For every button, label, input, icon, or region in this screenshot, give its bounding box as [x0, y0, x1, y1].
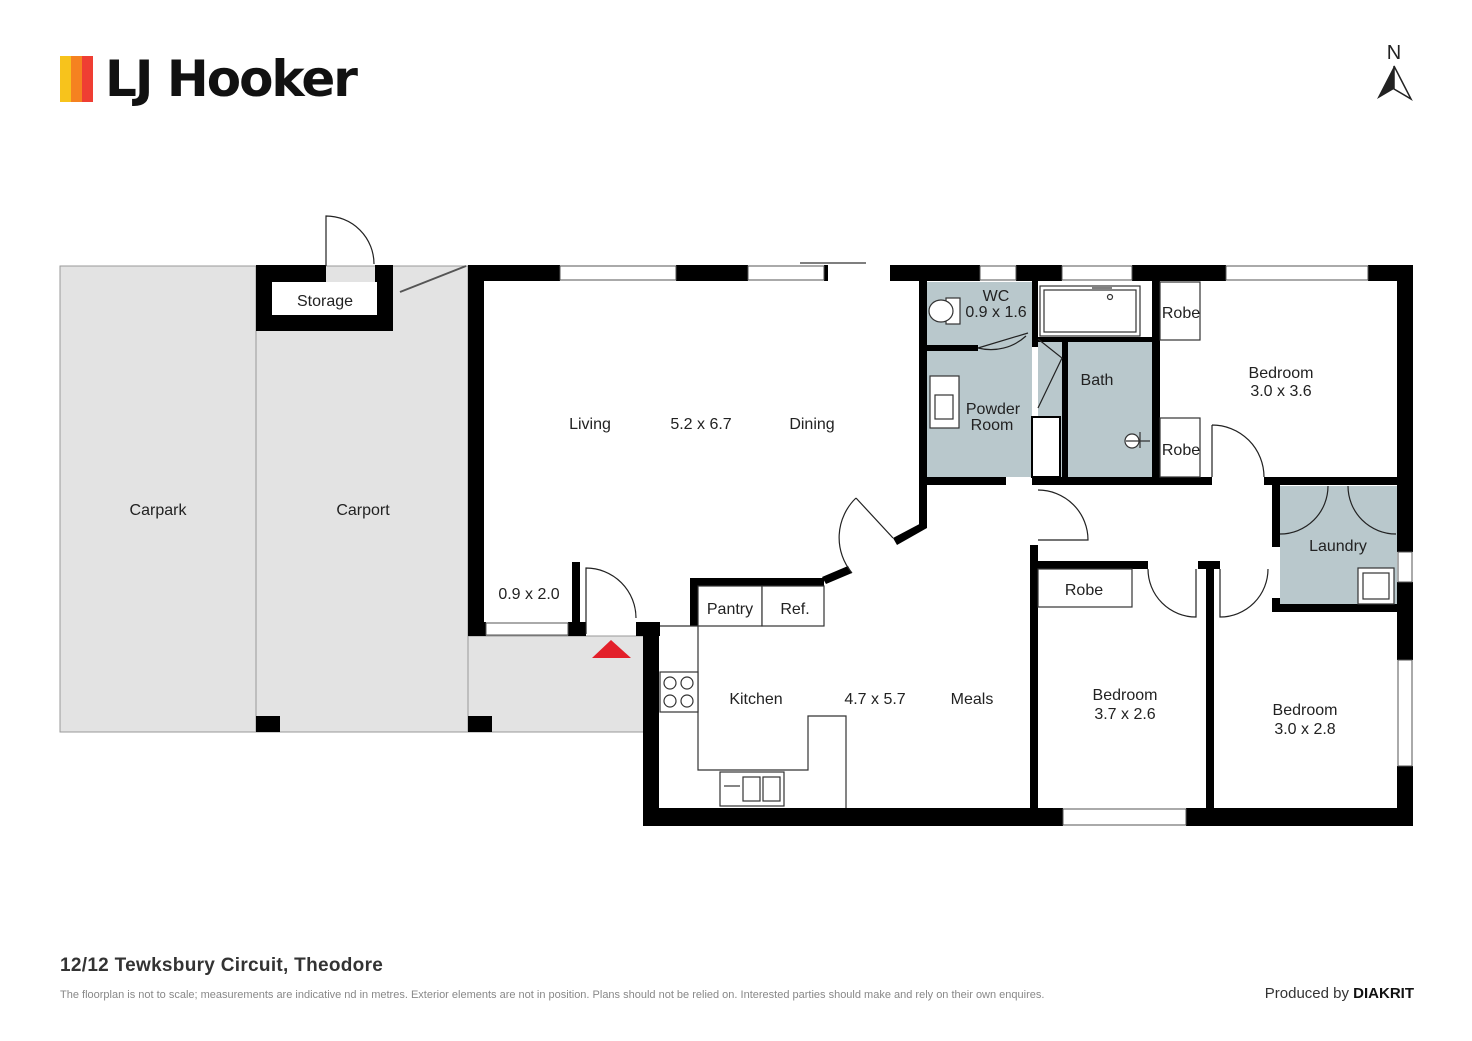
label-carpark: Carpark: [130, 502, 188, 519]
label-bedroom-tr: Bedroom: [1249, 365, 1314, 382]
interior-walls: [690, 265, 1413, 821]
label-laundry: Laundry: [1309, 538, 1367, 555]
logo-bar-red: [82, 56, 93, 102]
logo-bar-yellow: [60, 56, 71, 102]
label-bedroom-br-size: 3.0 x 2.8: [1274, 721, 1335, 738]
carport-area: [255, 265, 469, 733]
label-robe-top: Robe: [1162, 305, 1200, 322]
door-swings: [325, 215, 1397, 634]
label-powder-1: Powder: [966, 401, 1021, 418]
label-bedroom-tr-size: 3.0 x 3.6: [1250, 383, 1311, 400]
label-bath: Bath: [1081, 372, 1114, 389]
carport-gate: [399, 265, 467, 293]
storage-walls: [256, 265, 393, 331]
label-entry-size: 0.9 x 2.0: [498, 586, 559, 603]
label-kitchen-size: 4.7 x 5.7: [844, 691, 905, 708]
label-storage: Storage: [297, 293, 353, 310]
label-living: Living: [569, 416, 611, 433]
label-wc-size: 0.9 x 1.6: [965, 304, 1026, 321]
produced-by: Produced by DIAKRIT: [1265, 985, 1414, 1002]
label-wc: WC: [983, 288, 1010, 305]
powder-cupboard: [1031, 416, 1061, 478]
robe-top-unit: [1159, 281, 1201, 341]
label-ref: Ref.: [780, 601, 809, 618]
label-kitchen: Kitchen: [729, 691, 782, 708]
label-living-size: 5.2 x 6.7: [670, 416, 731, 433]
pantry-cupboard: [697, 585, 763, 627]
toilet-bowl-icon: [928, 299, 954, 323]
logo-color-bars: [60, 56, 93, 102]
label-bedroom-mid-size: 3.7 x 2.6: [1094, 706, 1155, 723]
north-arrow-icon: [1377, 65, 1413, 101]
label-meals: Meals: [951, 691, 994, 708]
label-carport: Carport: [336, 502, 390, 519]
carpark-area: [59, 265, 257, 733]
brand-logo: LJ Hooker: [60, 48, 358, 110]
label-robe-lower: Robe: [1065, 582, 1103, 599]
entry-marker: [592, 640, 631, 658]
exterior-walls: [468, 265, 1413, 826]
carport-posts: [256, 716, 492, 732]
logo-wordmark: LJ Hooker: [105, 50, 358, 108]
room-labels: Storage Carpark Carport Living 5.2 x 6.7…: [130, 288, 1367, 738]
fixtures: [659, 281, 1395, 808]
producer-brand: DIAKRIT: [1353, 985, 1414, 1002]
label-powder-2: Room: [971, 417, 1014, 434]
label-pantry: Pantry: [707, 601, 753, 618]
storage-interior: [272, 282, 377, 315]
label-robe-mid: Robe: [1162, 442, 1200, 459]
label-bedroom-mid: Bedroom: [1093, 687, 1158, 704]
logo-bar-orange: [71, 56, 82, 102]
produced-by-prefix: Produced by: [1264, 985, 1349, 1002]
disclaimer-text: The floorplan is not to scale; measureme…: [60, 989, 1045, 1001]
north-label: N: [1386, 42, 1402, 64]
label-bedroom-br: Bedroom: [1273, 702, 1338, 719]
property-address: 12/12 Tewksbury Circuit, Theodore: [60, 955, 384, 976]
label-dining: Dining: [789, 416, 834, 433]
north-arrow: N: [1374, 42, 1414, 104]
fridge-space: [761, 585, 825, 627]
robe-lower-unit: [1037, 568, 1133, 608]
windows: [485, 265, 1413, 826]
robe-mid-unit: [1159, 417, 1201, 478]
